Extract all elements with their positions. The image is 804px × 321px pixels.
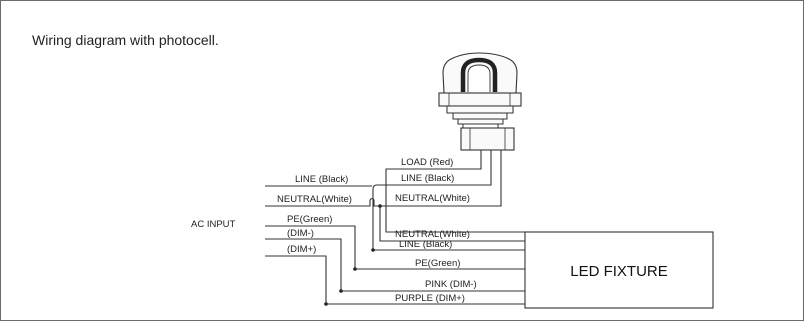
led-fixture-box [524,231,714,309]
left-label-pe: PE(Green) [287,214,332,225]
fixture-label-pe: PE(Green) [415,258,460,269]
fixture-label-pink: PINK (DIM-) [425,279,477,290]
ac-input-label: AC INPUT [191,219,236,230]
photocell-wires [372,150,525,251]
fixture-label-purple: PURPLE (DIM+) [395,293,465,304]
junction-dots [324,204,382,306]
fixture-label-neutral: NEUTRAL(White) [395,229,470,240]
photocell-label-line: LINE (Black) [401,173,454,184]
photocell-label-load: LOAD (Red) [401,157,453,168]
fixture-label-line: LINE (Black) [399,239,452,250]
diagram-title: Wiring diagram with photocell. [32,32,219,48]
left-label-dim-minus: (DIM-) [287,228,314,239]
input-wires [265,185,525,305]
left-label-line: LINE (Black) [295,174,348,185]
left-label-neutral: NEUTRAL(White) [277,194,352,205]
led-fixture-label: LED FIXTURE [570,263,668,280]
left-label-dim-plus: (DIM+) [287,244,316,255]
photocell-icon [438,52,522,151]
photocell-label-neutral: NEUTRAL(White) [395,193,470,204]
